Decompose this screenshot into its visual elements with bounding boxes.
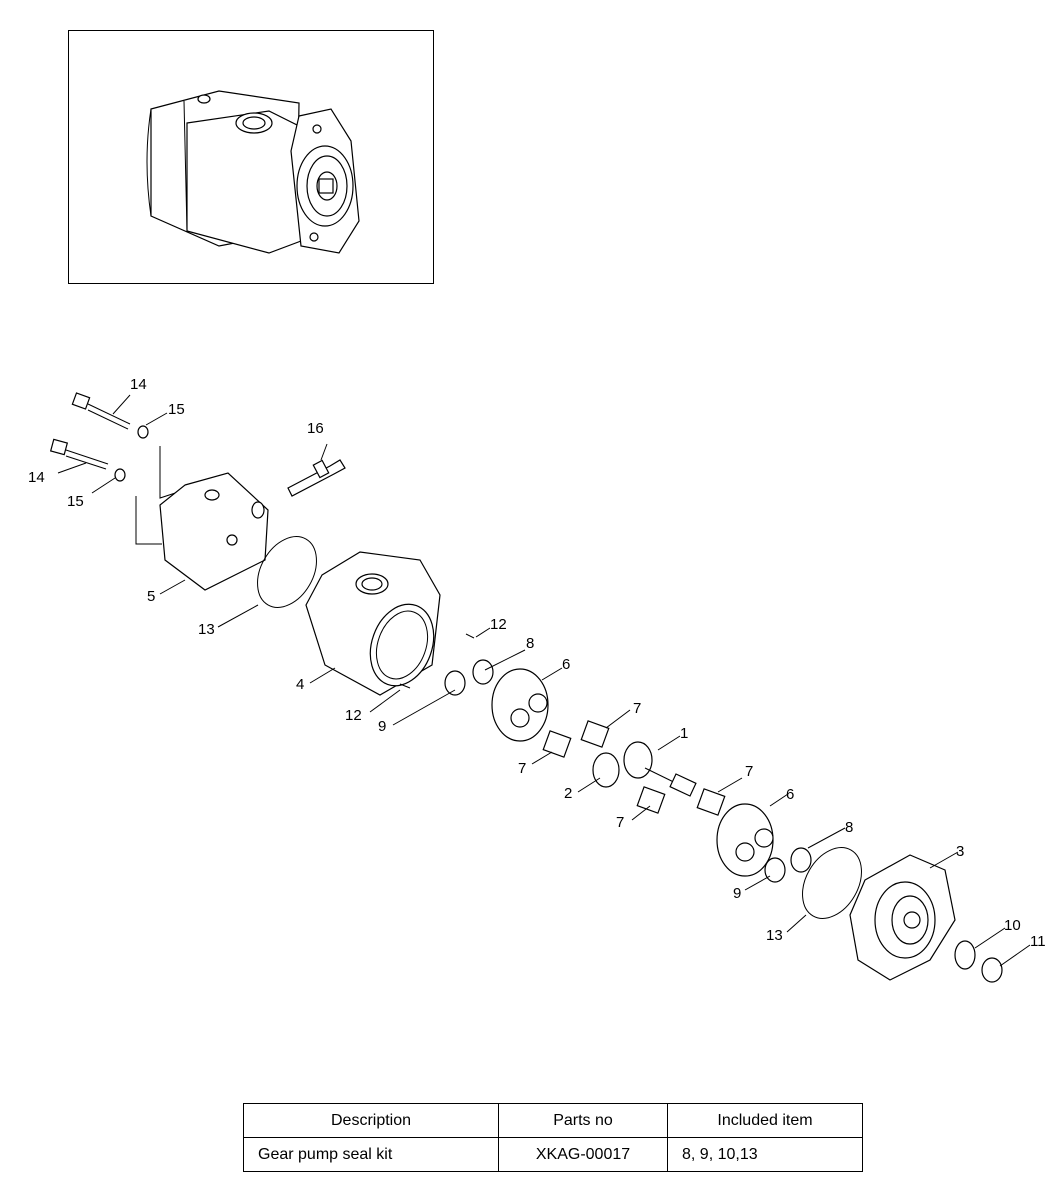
header-description: Description xyxy=(243,1103,499,1138)
callout-16: 16 xyxy=(307,420,324,437)
part-rear-cover-5 xyxy=(135,446,269,591)
callout-13-upper: 13 xyxy=(198,621,215,638)
exploded-view-diagram: 14 15 16 14 15 5 13 12 8 6 4 12 9 7 1 7 … xyxy=(28,376,1046,983)
callout-5: 5 xyxy=(147,588,155,605)
part-seals-10-11 xyxy=(954,940,1003,983)
callout-1: 1 xyxy=(680,725,688,742)
callout-3: 3 xyxy=(956,843,964,860)
part-o-ring-13-upper xyxy=(257,536,317,608)
part-bolts-14 xyxy=(49,392,131,470)
callout-10: 10 xyxy=(1004,917,1021,934)
callout-6-upper: 6 xyxy=(562,656,570,673)
callout-15-lower: 15 xyxy=(67,493,84,510)
cell-parts-no: XKAG-00017 xyxy=(498,1137,668,1172)
cell-description: Gear pump seal kit xyxy=(243,1137,499,1172)
callout-7-c: 7 xyxy=(745,763,753,780)
part-body-4 xyxy=(305,551,441,696)
assembled-pump-inset xyxy=(68,30,434,284)
callout-11: 11 xyxy=(1030,933,1046,950)
callout-2: 2 xyxy=(564,785,572,802)
callout-13-lower: 13 xyxy=(766,927,783,944)
callout-8-upper: 8 xyxy=(526,635,534,652)
callout-6-lower: 6 xyxy=(786,786,794,803)
table-row: Gear pump seal kit XKAG-00017 8, 9, 10,1… xyxy=(243,1137,863,1172)
part-seals-8-9-upper xyxy=(444,659,494,696)
callout-4: 4 xyxy=(296,676,304,693)
header-included-item: Included item xyxy=(667,1103,863,1138)
callout-9-upper: 9 xyxy=(378,718,386,735)
callout-15-upper: 15 xyxy=(168,401,185,418)
callout-7-b: 7 xyxy=(518,760,526,777)
callout-9-lower: 9 xyxy=(733,885,741,902)
cell-included-item: 8, 9, 10,13 xyxy=(667,1137,863,1172)
callout-14-lower: 14 xyxy=(28,469,45,486)
part-seals-8-9-lower xyxy=(764,847,812,883)
seal-kit-table: Description Parts no Included item Gear … xyxy=(243,1103,863,1172)
callout-14-upper: 14 xyxy=(130,376,147,393)
table-header-row: Description Parts no Included item xyxy=(243,1103,863,1138)
part-bearing-6-lower xyxy=(716,803,774,877)
callout-7-d: 7 xyxy=(616,814,624,831)
callout-12-lower: 12 xyxy=(345,707,362,724)
part-front-cover-3 xyxy=(849,854,956,981)
callout-8-lower: 8 xyxy=(845,819,853,836)
part-bushings-7 xyxy=(542,720,726,816)
callout-12-upper: 12 xyxy=(490,616,507,633)
part-pins-12 xyxy=(399,633,475,689)
part-washers-15 xyxy=(114,425,149,482)
leader-lines xyxy=(57,394,1031,967)
part-fitting-16 xyxy=(287,459,346,497)
assembled-pump-drawing xyxy=(146,90,360,254)
callout-7-a: 7 xyxy=(633,700,641,717)
part-o-ring-13-lower xyxy=(802,847,862,919)
part-bearing-6-upper xyxy=(491,668,549,742)
header-parts-no: Parts no xyxy=(498,1103,668,1138)
